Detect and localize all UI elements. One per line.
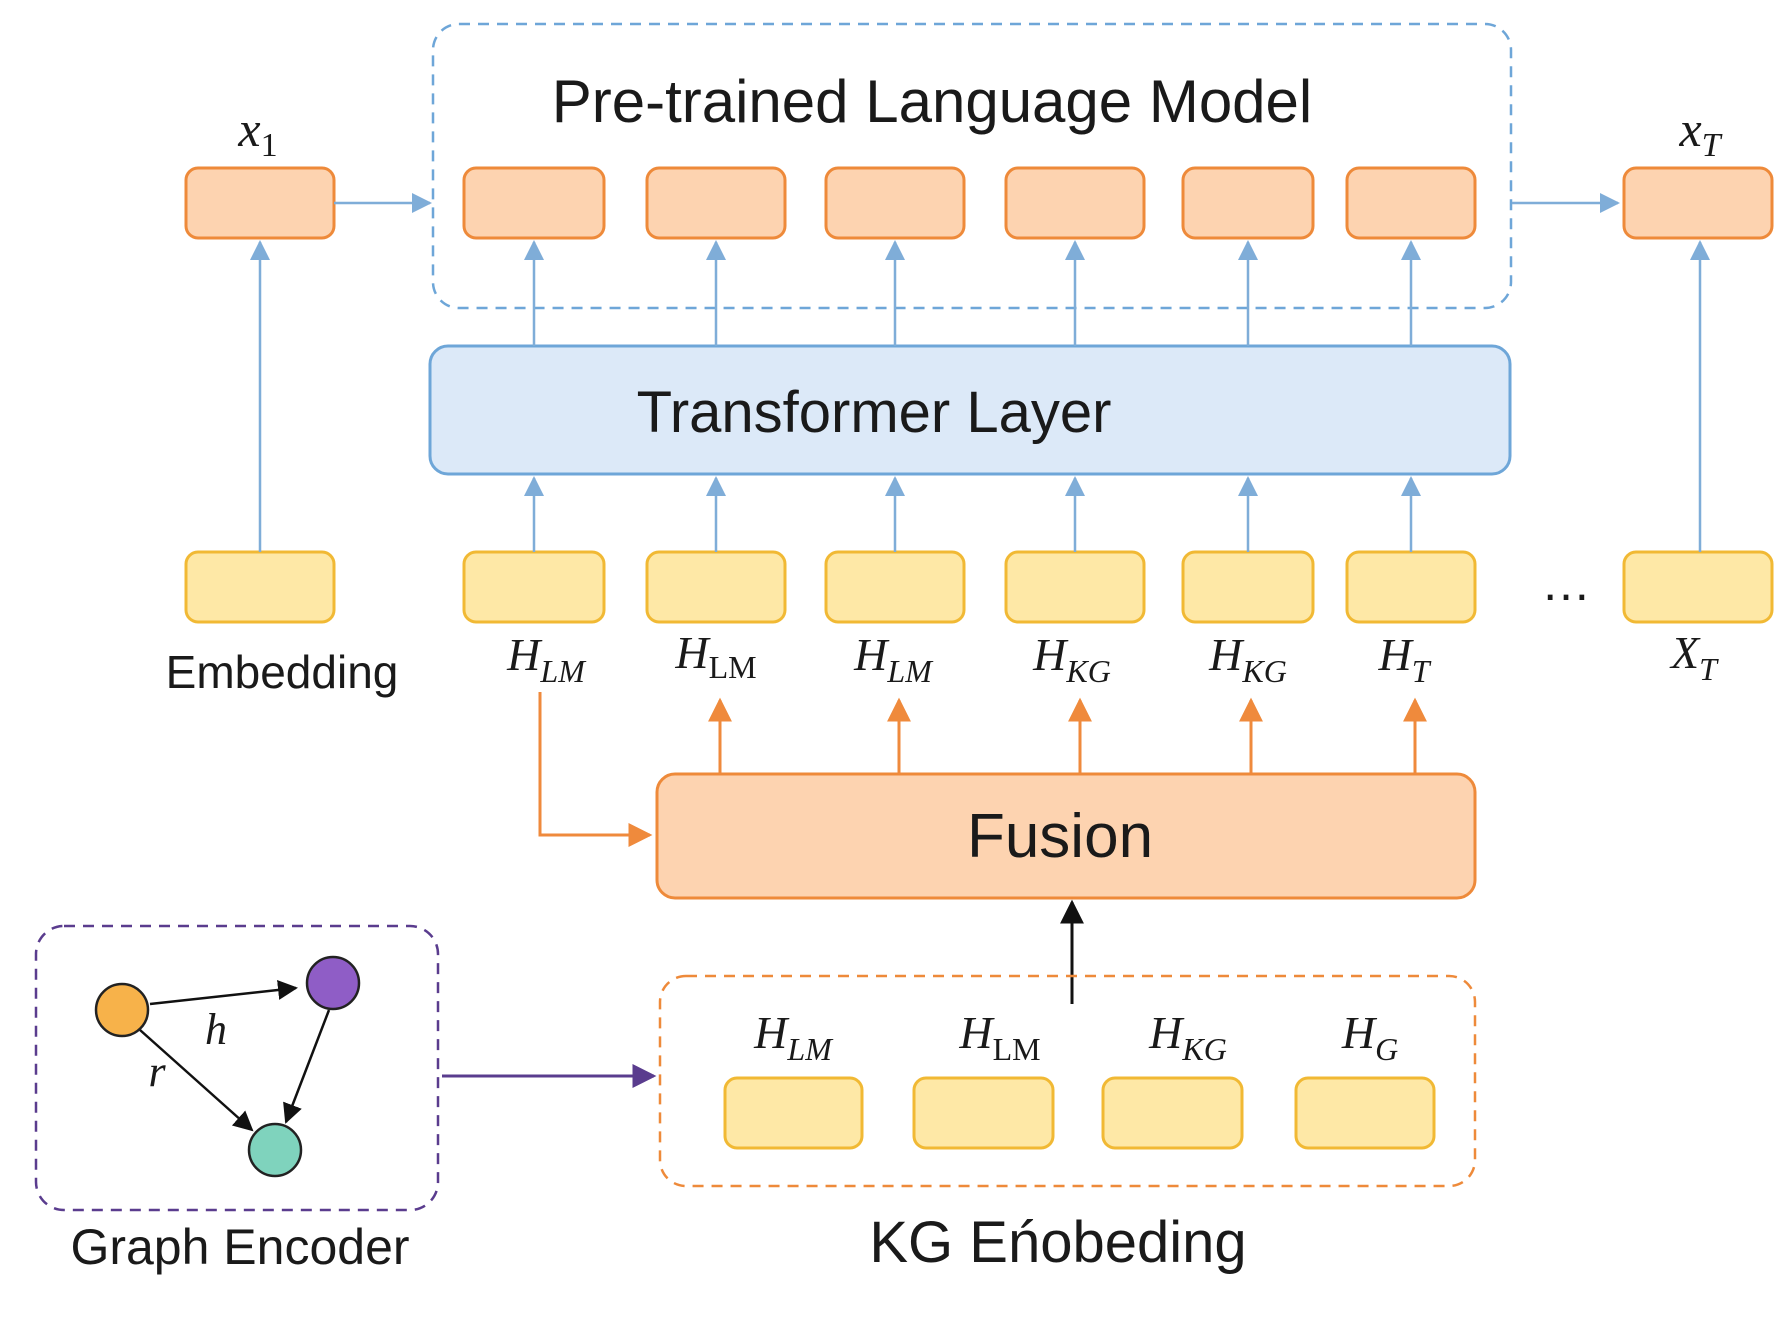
kg-label-2: HLM — [958, 1007, 1040, 1067]
hidden-labels: HLM HLM HLM HKG HKG HT XT — [506, 627, 1719, 689]
kg-box-2 — [912, 1076, 1055, 1150]
kg-label-4: HG — [1341, 1007, 1398, 1067]
kg-label-1: HLM — [753, 1007, 834, 1067]
transformer-layer-box — [428, 344, 1512, 476]
token-box-xT — [1622, 166, 1774, 240]
graph-node-tail — [305, 955, 361, 1011]
hidden-label-3: HLM — [853, 629, 934, 689]
fusion-title: Fusion — [967, 802, 1153, 871]
graph-edge-purple-to-teal — [283, 1009, 331, 1124]
top-token-row — [184, 166, 1774, 240]
hidden-box-3 — [824, 550, 966, 624]
kg-embedding-boxes — [723, 1076, 1436, 1150]
embedding-box — [184, 550, 336, 624]
hidden-state-row — [184, 550, 1774, 624]
hidden-label-1: HLM — [506, 629, 587, 689]
graph-edge-h — [149, 980, 298, 1006]
hidden-box-1 — [462, 550, 606, 624]
transformer-layer-title: Transformer Layer — [637, 380, 1112, 445]
fusion-box — [655, 772, 1477, 900]
plm-output-box-6 — [1345, 166, 1477, 240]
plm-container — [431, 22, 1513, 310]
kg-embedding-container — [658, 974, 1477, 1188]
embedding-label: Embedding — [166, 646, 399, 698]
kg-box-3 — [1101, 1076, 1244, 1150]
hidden-label-4: HKG — [1032, 629, 1111, 689]
fusion-output-arrows — [708, 697, 1427, 774]
token-box-x1 — [184, 166, 336, 240]
plm-title: Pre-trained Language Model — [552, 68, 1313, 135]
hidden-to-transformer-arrows — [524, 476, 1421, 552]
plm-output-box-1 — [462, 166, 606, 240]
ellipsis: … — [1541, 555, 1591, 611]
hidden-box-6 — [1345, 550, 1477, 624]
graph-edge-label-r: r — [148, 1047, 166, 1096]
hidden-box-4 — [1004, 550, 1146, 624]
graph-edge-r — [139, 1029, 254, 1132]
arrow-hlm-to-fusion — [538, 692, 653, 847]
hidden-label-XT: XT — [1669, 627, 1719, 687]
plm-output-box-2 — [645, 166, 787, 240]
plm-output-box-4 — [1004, 166, 1146, 240]
kg-embedding-label: KG Eńobeding — [869, 1210, 1246, 1275]
hidden-box-2 — [645, 550, 787, 624]
graph-encoder-container — [34, 924, 440, 1212]
hidden-label-5: HKG — [1208, 629, 1287, 689]
hidden-label-6: HT — [1377, 629, 1431, 689]
kg-box-1 — [723, 1076, 864, 1150]
plm-output-box-5 — [1181, 166, 1315, 240]
plm-output-box-3 — [824, 166, 966, 240]
label-x1: x1 — [237, 101, 277, 164]
graph-node-head — [94, 982, 150, 1038]
kg-labels: HLM HLM HKG HG — [753, 1007, 1398, 1067]
graph-edge-label-h: h — [205, 1005, 227, 1054]
hidden-label-2: HLM — [674, 627, 756, 685]
graph-node-target — [247, 1122, 303, 1178]
kg-label-3: HKG — [1148, 1007, 1227, 1067]
label-xT: xT — [1678, 101, 1722, 164]
kg-box-4 — [1294, 1076, 1436, 1150]
graph-encoder-label: Graph Encoder — [70, 1219, 409, 1275]
hidden-box-5 — [1181, 550, 1315, 624]
hidden-box-XT — [1622, 550, 1774, 624]
transformer-to-plm-arrows — [524, 240, 1421, 346]
